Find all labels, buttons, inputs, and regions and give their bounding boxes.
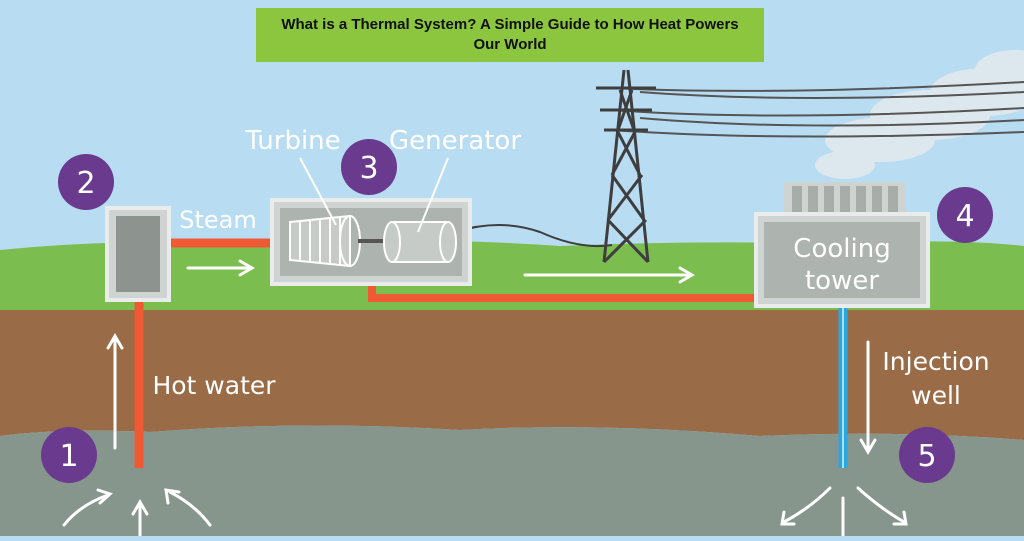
injection-down-arrow	[859, 340, 877, 455]
generator-leader	[417, 157, 449, 233]
cooling-tower-label-line1: Cooling	[793, 234, 890, 264]
step-badge-3: 3	[341, 139, 397, 195]
generator-cable	[454, 224, 613, 248]
outflow-arrows	[780, 486, 908, 538]
step-number-2: 2	[76, 166, 95, 201]
steam-plume	[815, 50, 1024, 179]
step-number-3: 3	[359, 151, 378, 186]
step-badge-4: 4	[937, 187, 993, 243]
power-pylon	[596, 69, 656, 264]
flow-arrows	[62, 259, 908, 538]
turbine-leader	[299, 157, 337, 226]
title-banner: What is a Thermal System? A Simple Guide…	[256, 8, 764, 62]
turbine-label: Turbine	[244, 126, 340, 156]
injection-well-label-line2: well	[911, 381, 961, 410]
title-line-2: Our World	[473, 36, 547, 53]
inflow-arrows	[62, 488, 212, 538]
bedrock-layer	[0, 425, 1024, 536]
step-badge-5: 5	[899, 427, 955, 483]
title-line-1: What is a Thermal System? A Simple Guide…	[281, 16, 739, 33]
cooling-tower	[754, 182, 930, 308]
step-badge-2: 2	[58, 154, 114, 210]
step-badge-1: 1	[41, 427, 97, 483]
step-number-4: 4	[955, 199, 974, 234]
steam-label: Steam	[179, 206, 257, 234]
step-number-1: 1	[59, 439, 78, 474]
turbine-icon	[289, 214, 361, 268]
steam-separator	[105, 206, 171, 302]
power-lines	[611, 81, 1024, 138]
soil-layer	[0, 310, 1024, 440]
generator-label: Generator	[389, 126, 521, 156]
generator-icon	[383, 221, 457, 263]
return-pipe	[368, 285, 758, 302]
plant-flow-arrow	[523, 266, 695, 284]
steam-flow-arrow	[186, 259, 255, 277]
cooling-tower-label-line2: tower	[805, 266, 879, 296]
step-number-5: 5	[917, 439, 936, 474]
hot-water-label: Hot water	[152, 371, 276, 400]
turbine-generator-housing	[270, 198, 472, 286]
injection-well-label-line1: Injection	[882, 347, 989, 376]
hot-water-up-arrow	[106, 333, 124, 450]
